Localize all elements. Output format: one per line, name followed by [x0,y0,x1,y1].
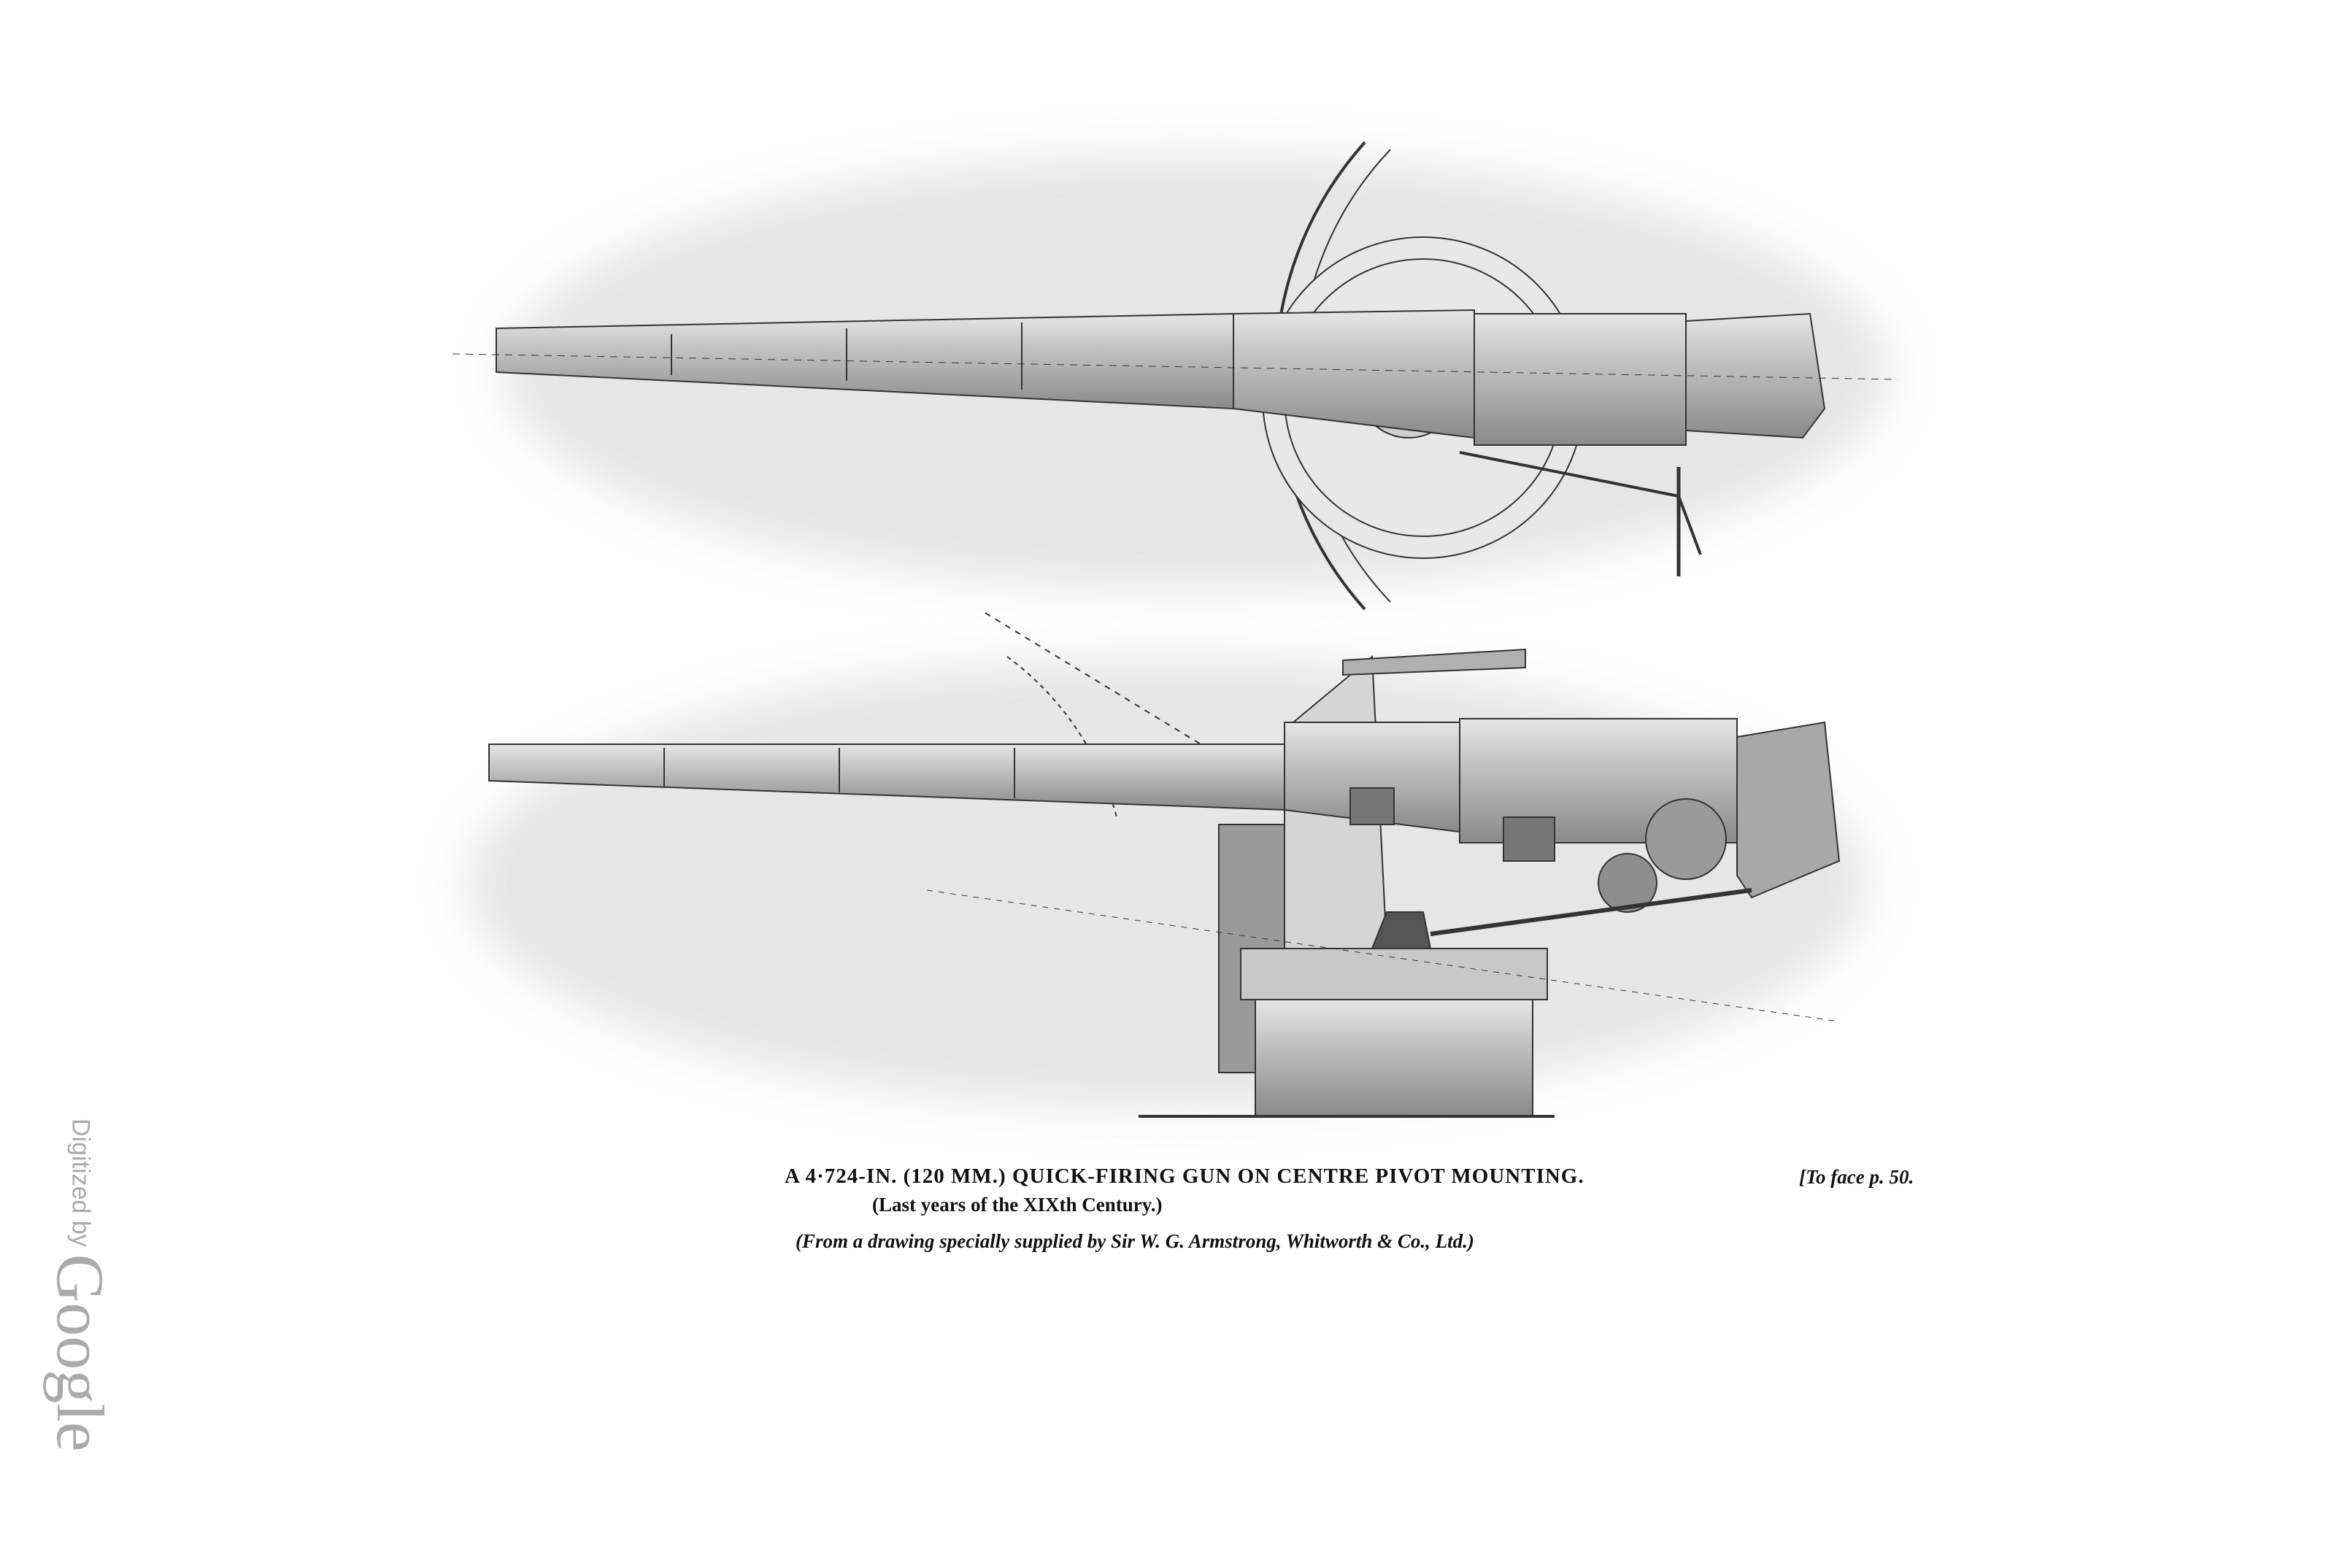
google-watermark: Digitized by Google [29,1094,118,1452]
background-shading [467,153,1890,1109]
caption-subtitle: (Last years of the XIXth Century.) [872,1194,1163,1216]
gun-side-view [488,612,1841,1118]
watermark-prefix: Digitized by [66,1119,95,1247]
gun-plan-view [452,141,1898,611]
facing-page-note: [To face p. 50. [1799,1166,1914,1188]
watermark-brand: Google [43,1254,118,1452]
caption-credit: (From a drawing specially supplied by Si… [796,1230,1474,1252]
caption-title: A 4·724-IN. (120 MM.) QUICK-FIRING GUN O… [785,1165,1584,1188]
